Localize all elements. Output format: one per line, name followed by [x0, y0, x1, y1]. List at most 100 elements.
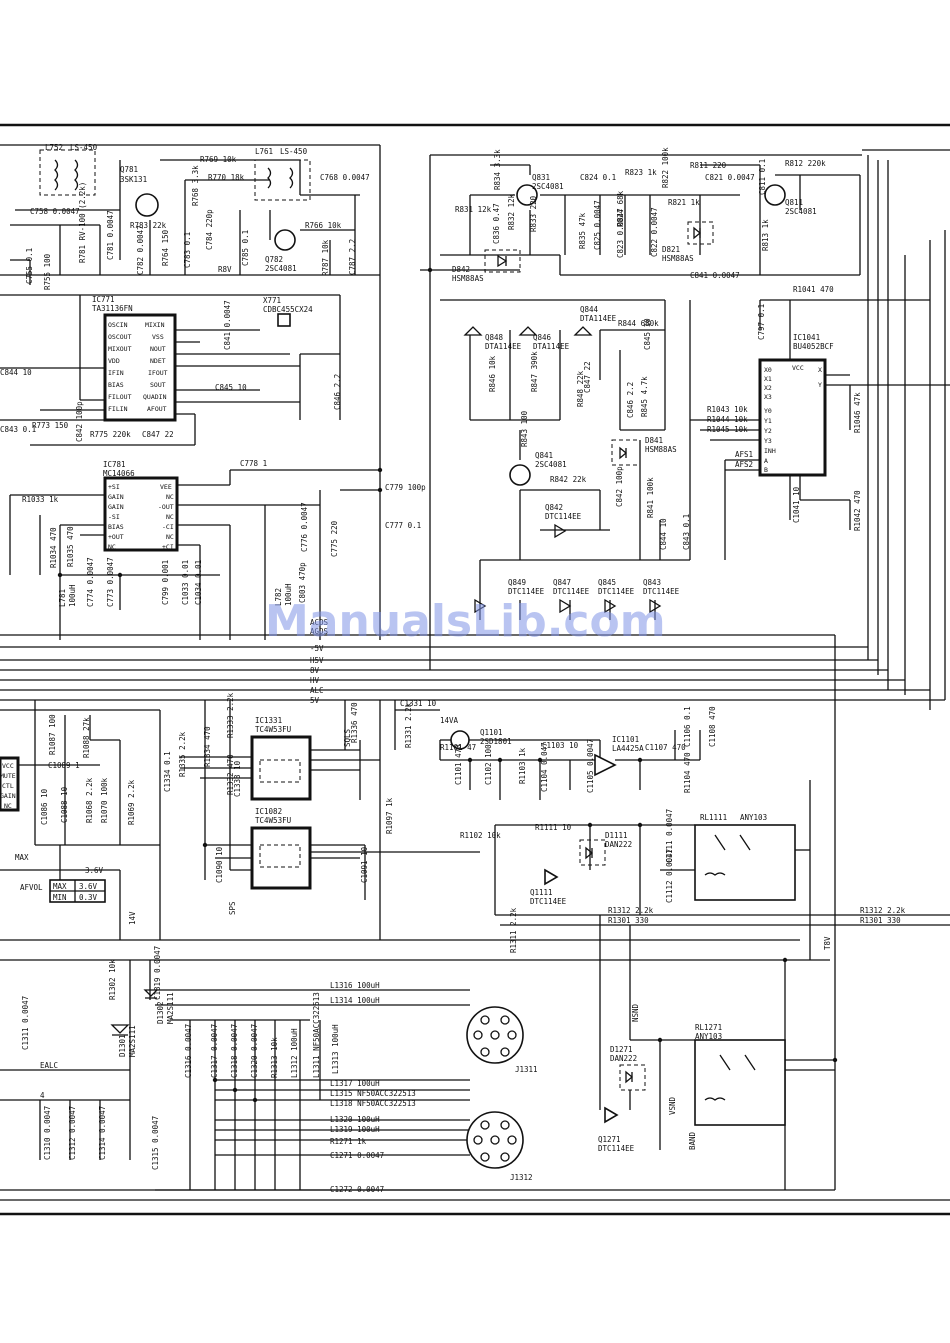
- resistor-label: R833 220: [529, 195, 538, 232]
- ic1041-chip: [758, 358, 827, 477]
- relay-wiring: [494, 780, 811, 960]
- capacitor-label: C823 0.0047: [616, 208, 625, 258]
- relay-coil-icon: [704, 1097, 726, 1101]
- lower-label: C1311 0.0047: [21, 996, 30, 1050]
- chip-part: TA31136FN: [92, 304, 133, 313]
- capacitor-label: C758 0.0047: [30, 207, 80, 216]
- lower-label: R1334 470: [203, 726, 212, 767]
- resistor-label: R781 RV-100 (2.2k): [78, 182, 87, 263]
- lower-label: R1104 470: [683, 752, 692, 793]
- ic1081-chip: [0, 756, 20, 812]
- diode-icon: [693, 226, 702, 240]
- capacitor-label: C822 0.0047: [650, 207, 659, 257]
- capacitor-label: C775 220: [330, 520, 339, 557]
- lower-label: R1068 2.2k: [85, 777, 94, 823]
- lower-label: L1312 100uH: [290, 1028, 299, 1078]
- capacitor-label: C781 0.0047: [106, 210, 115, 260]
- chip-ref: IC781: [103, 460, 126, 469]
- lower-label: R1332 470: [226, 754, 235, 795]
- j1312-connector: [466, 1111, 524, 1169]
- bus-label: 5V: [310, 696, 320, 705]
- capacitor-label: C845 10: [643, 318, 652, 350]
- connector-wiring: [0, 960, 470, 1191]
- resistor-label: R812 220k: [785, 159, 826, 168]
- resistor-label: R835 47k: [578, 212, 587, 249]
- capacitor-label: C778 1: [240, 459, 267, 468]
- capacitor-label: C842 100p: [75, 401, 84, 442]
- transistor-part: DTC114EE: [643, 587, 680, 596]
- diode-box: [611, 439, 641, 466]
- svg-text:QUADIN: QUADIN: [143, 393, 167, 401]
- transistor-ref: Q843: [643, 578, 661, 587]
- l752-coil-box: [39, 149, 96, 196]
- transistor-part: 3SK131: [120, 175, 147, 184]
- capacitor-label: C846 2.2: [333, 374, 342, 410]
- lower-label: 4: [40, 1091, 45, 1100]
- diode-part: HSM88AS: [645, 445, 677, 454]
- relay-switch-icon: [719, 1054, 756, 1071]
- capacitor-label: C773 0.0047: [106, 557, 115, 607]
- svg-text:+CI: +CI: [162, 543, 174, 551]
- bus-label: 8V: [310, 666, 320, 675]
- coil-part: 100uH: [68, 584, 77, 607]
- lower-label: R1097 1k: [385, 797, 394, 834]
- resistor-label: R822 100k: [661, 147, 670, 188]
- svg-text:NDET: NDET: [150, 357, 166, 365]
- lower-label: L1311 NF50ACC322513: [312, 992, 321, 1078]
- svg-text:BIAS: BIAS: [108, 381, 124, 389]
- resistor-label: R1043 10k: [707, 405, 748, 414]
- voltage-table-cell: MAX: [53, 882, 67, 891]
- svg-text:AFOUT: AFOUT: [147, 405, 167, 413]
- transistor-ref: Q841: [535, 451, 553, 460]
- ic1331-chip: [250, 735, 312, 801]
- transistor-ref: Q1101: [480, 728, 503, 737]
- l761-coil-box: [254, 159, 311, 201]
- lower-label: R1312 2.2k: [860, 906, 906, 915]
- coil-icon: [289, 167, 294, 189]
- lower-label: C1107 470: [645, 743, 686, 752]
- lower-label: BAND: [688, 1131, 697, 1150]
- diode-part: DAN222: [610, 1054, 637, 1063]
- resistor-label: R1042 470: [853, 490, 862, 531]
- resistor-label: R1045 10k: [707, 425, 748, 434]
- voltage-table-title: AFVOL: [20, 883, 43, 892]
- capacitor-label: C847 22: [583, 361, 592, 393]
- lower-label: C1310 0.0047: [43, 1106, 52, 1160]
- lower-label: L1317 100uH: [330, 1079, 380, 1088]
- crystal-icon: [277, 313, 291, 327]
- lower-label: C1318 0.0047: [230, 1024, 239, 1078]
- chip-ref: IC1101: [612, 735, 639, 744]
- voltage-table-cell: 0.3V: [79, 893, 98, 902]
- coil-icon: [74, 159, 79, 191]
- lower-label: C1272 0.0047: [330, 1185, 384, 1194]
- svg-text:+OUT: +OUT: [108, 533, 124, 541]
- resistor-label: R775 220k: [90, 430, 131, 439]
- transistor-part: 2SD1801: [480, 737, 512, 746]
- lower-label: C1104 0.047: [540, 742, 549, 792]
- resistor-label: R770 18k: [208, 173, 245, 182]
- transistor-icon: [450, 730, 470, 750]
- capacitor-label: C811 0.1: [758, 159, 767, 195]
- relay-ref: RL1111: [700, 813, 727, 822]
- diode-icon: [585, 846, 594, 860]
- svg-text:Y0: Y0: [764, 407, 772, 415]
- relay-rl1271: [694, 1039, 786, 1126]
- diode-ref: D841: [645, 436, 663, 445]
- lower-label: L1315 NF50ACC322513: [330, 1089, 416, 1098]
- capacitor-label: C1034 0.01: [194, 560, 203, 605]
- bus-label: AGOS: [310, 627, 329, 636]
- transistor-ref: Q848: [485, 333, 504, 342]
- diode-icon: [497, 254, 508, 268]
- capacitor-label: C1033 0.01: [181, 560, 190, 605]
- ic781-wiring: [9, 469, 380, 640]
- capacitor-label: C846 2.2: [626, 382, 635, 418]
- resistor-label: R1035 470: [66, 526, 75, 567]
- svg-text:NC: NC: [166, 513, 174, 521]
- connector-pins: [473, 1120, 517, 1162]
- capacitor-label: C825 0.0047: [593, 200, 602, 250]
- lower-label: 14V: [128, 911, 137, 925]
- lower-label: L1316 100uH: [330, 981, 380, 990]
- ic781-pins-right: VEE NC -OUT NC -CI NC +CI: [158, 483, 174, 551]
- bus-label: R8V: [218, 265, 232, 274]
- svg-text:-SI: -SI: [108, 513, 120, 521]
